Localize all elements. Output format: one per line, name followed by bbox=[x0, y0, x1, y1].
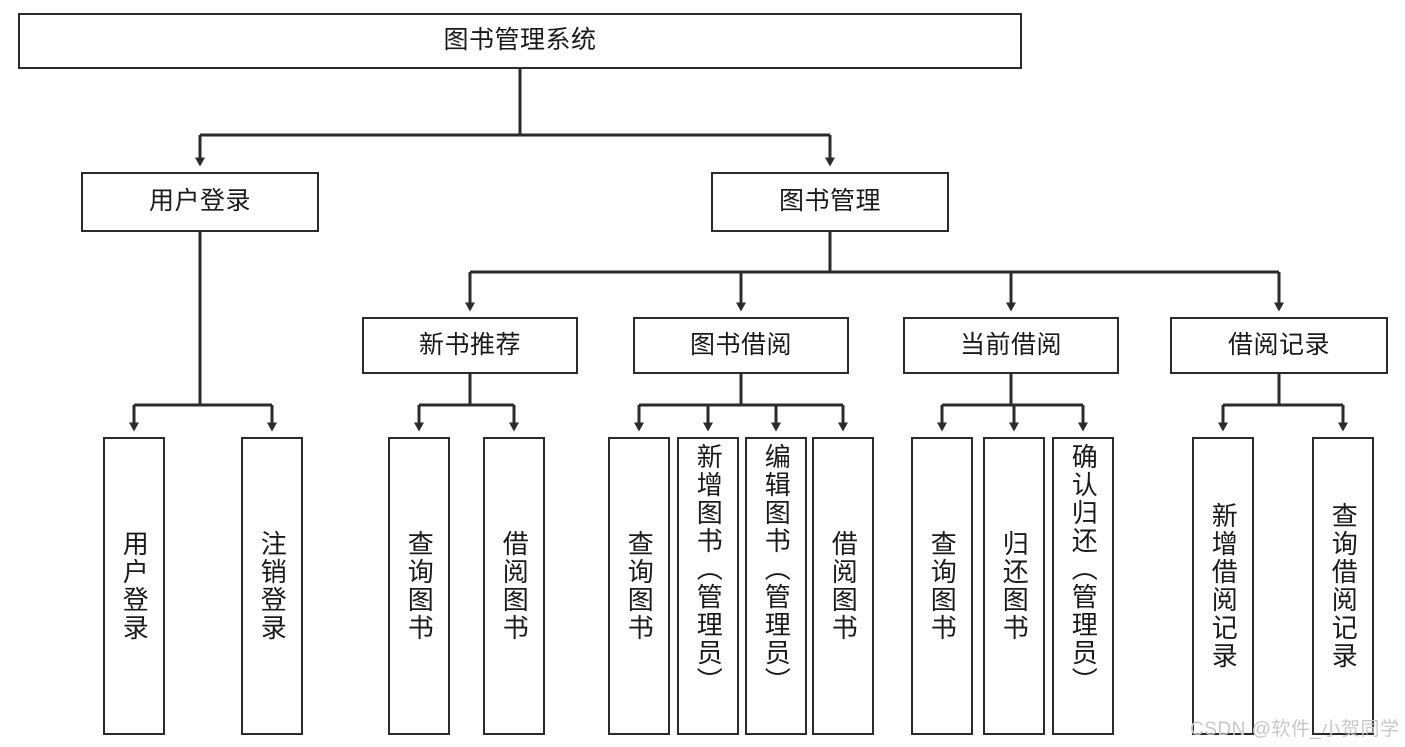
node-label: 查询图书 bbox=[404, 530, 435, 642]
node-l_login[interactable]: 用户登录 bbox=[103, 437, 165, 735]
node-label: 用户登录 bbox=[119, 530, 150, 642]
node-l_confirm[interactable]: 确认归还（管理员） bbox=[1052, 437, 1114, 735]
node-l_b1[interactable]: 借阅图书 bbox=[483, 437, 545, 735]
node-label: 归还图书 bbox=[999, 530, 1030, 642]
node-label: 当前借阅 bbox=[959, 330, 1062, 359]
node-l_q1[interactable]: 查询图书 bbox=[388, 437, 450, 735]
node-label: 借阅记录 bbox=[1227, 330, 1330, 359]
node-label: 图书管理 bbox=[778, 187, 881, 216]
node-label: 查询借阅记录 bbox=[1328, 502, 1359, 670]
node-label: 新增图书（管理员） bbox=[693, 443, 724, 695]
node-label: 新增借阅记录 bbox=[1208, 502, 1239, 670]
node-label: 借阅图书 bbox=[499, 530, 530, 642]
node-l_addrec[interactable]: 新增借阅记录 bbox=[1192, 437, 1254, 735]
node-label: 用户登录 bbox=[148, 187, 251, 216]
csdn-watermark: CSDN @软件_小贺同学 bbox=[1190, 719, 1400, 740]
node-l_ret[interactable]: 归还图书 bbox=[983, 437, 1045, 735]
node-bookmgmt[interactable]: 图书管理 bbox=[711, 172, 949, 232]
node-label: 图书借阅 bbox=[689, 330, 792, 359]
node-l_q3[interactable]: 查询图书 bbox=[911, 437, 973, 735]
node-label: 新书推荐 bbox=[418, 330, 521, 359]
node-label: 查询图书 bbox=[624, 530, 655, 642]
node-l_b2[interactable]: 借阅图书 bbox=[812, 437, 874, 735]
node-label: 确认归还（管理员） bbox=[1068, 443, 1099, 695]
node-label: 借阅图书 bbox=[828, 530, 859, 642]
node-records[interactable]: 借阅记录 bbox=[1170, 317, 1388, 374]
node-label: 编辑图书（管理员） bbox=[761, 443, 792, 695]
node-borrow[interactable]: 图书借阅 bbox=[633, 317, 849, 374]
node-l_edit[interactable]: 编辑图书（管理员） bbox=[745, 437, 807, 735]
node-l_add[interactable]: 新增图书（管理员） bbox=[677, 437, 739, 735]
node-label: 注销登录 bbox=[257, 530, 288, 642]
node-l_logout[interactable]: 注销登录 bbox=[241, 437, 303, 735]
node-root[interactable]: 图书管理系统 bbox=[18, 13, 1022, 69]
node-label: 图书管理系统 bbox=[443, 26, 597, 55]
node-newrec[interactable]: 新书推荐 bbox=[362, 317, 578, 374]
node-l_qrec[interactable]: 查询借阅记录 bbox=[1312, 437, 1374, 735]
node-login[interactable]: 用户登录 bbox=[81, 172, 319, 232]
node-label: 查询图书 bbox=[927, 530, 958, 642]
node-current[interactable]: 当前借阅 bbox=[903, 317, 1119, 374]
node-l_q2[interactable]: 查询图书 bbox=[608, 437, 670, 735]
